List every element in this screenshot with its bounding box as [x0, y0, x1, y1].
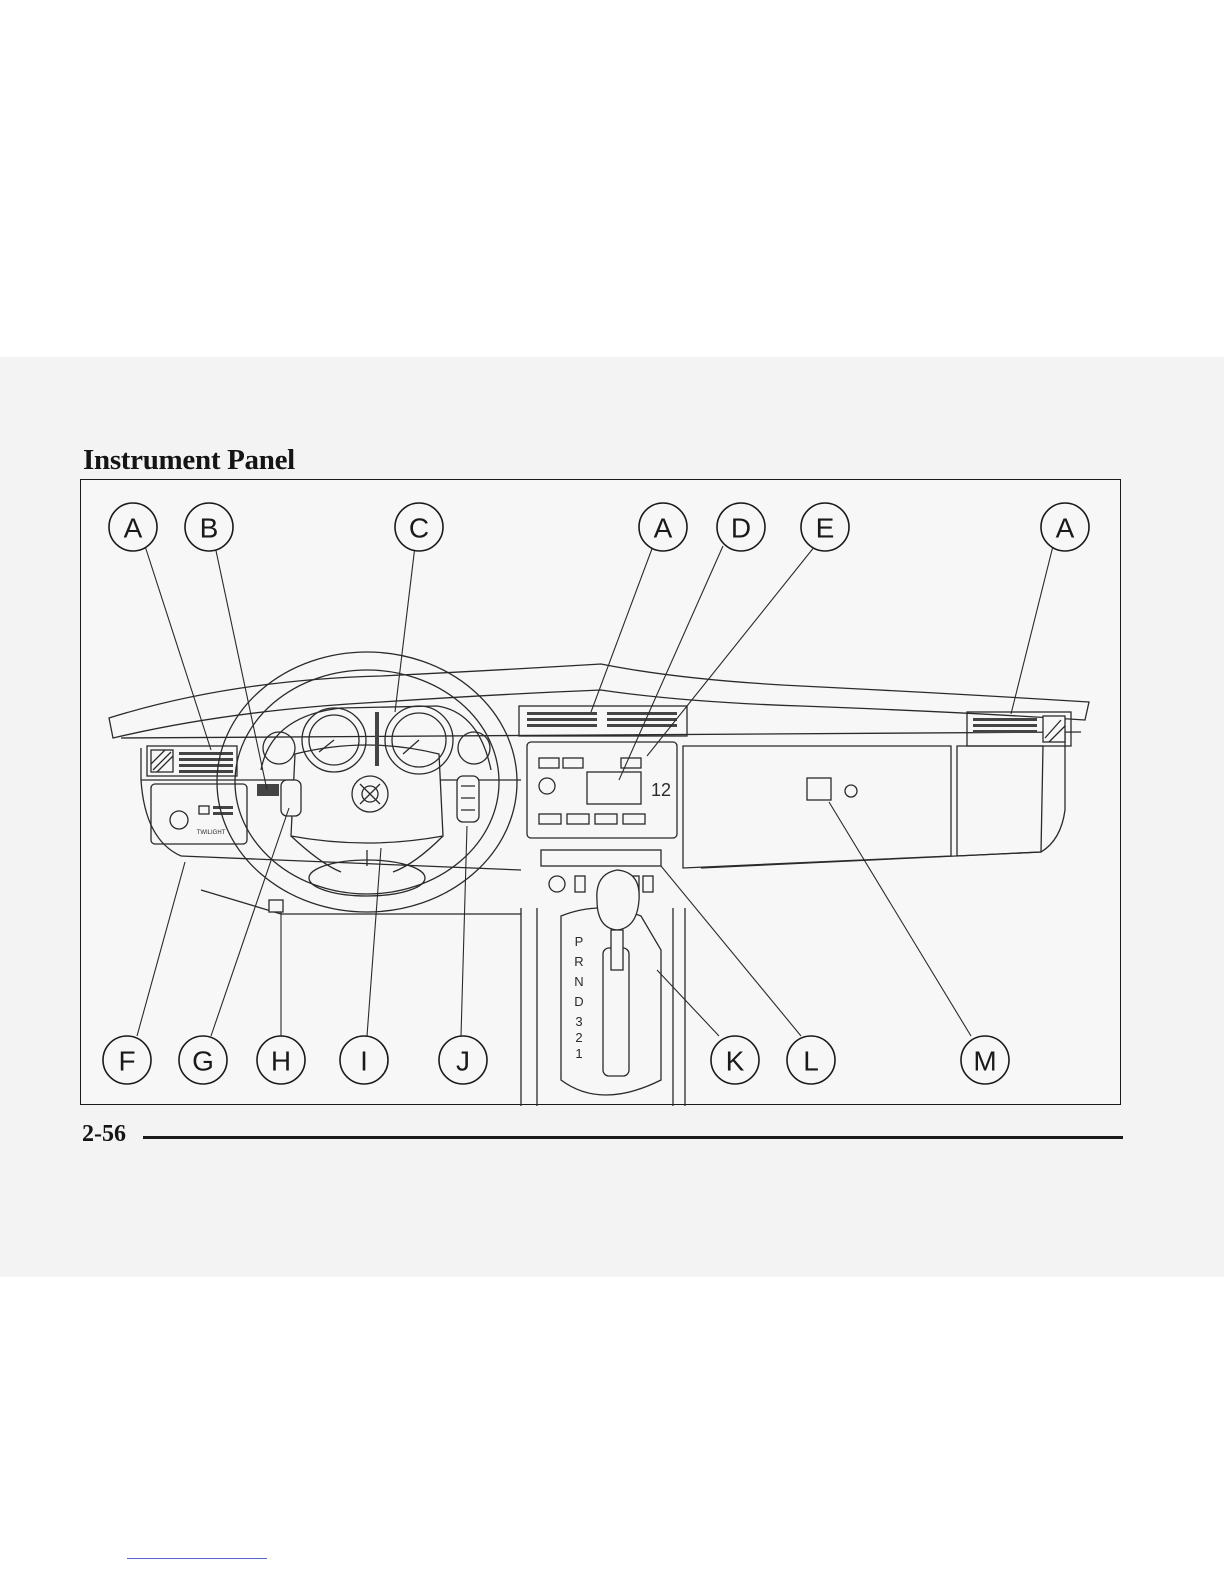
callout-top-d: D — [717, 503, 765, 551]
callout-bottom-g: G — [179, 1036, 227, 1084]
callout-top-a-center: A — [639, 503, 687, 551]
svg-text:M: M — [973, 1046, 996, 1077]
svg-text:G: G — [192, 1046, 214, 1077]
shift-position: D — [574, 994, 583, 1009]
callout-bottom-i: I — [340, 1036, 388, 1084]
callout-top-a-left: A — [109, 503, 157, 551]
callout-top-e: E — [801, 503, 849, 551]
headlamp-switch-label: TWILIGHT — [197, 830, 226, 836]
callout-bottom-k: K — [711, 1036, 759, 1084]
shift-position: 2 — [575, 1030, 582, 1045]
instrument-panel-diagram: TWILIGHT — [81, 480, 1122, 1106]
trunk-release-switch — [269, 900, 283, 912]
center-console: P R N D 3 2 1 — [521, 870, 685, 1106]
callout-top-b: B — [185, 503, 233, 551]
svg-text:B: B — [200, 513, 219, 544]
svg-text:L: L — [803, 1046, 819, 1077]
instrument-panel-figure: TWILIGHT — [80, 479, 1121, 1105]
callout-bottom-m: M — [961, 1036, 1009, 1084]
shift-position: N — [574, 974, 583, 989]
svg-text:H: H — [271, 1046, 291, 1077]
svg-text:A: A — [654, 513, 673, 544]
right-air-outlet — [967, 712, 1071, 746]
svg-text:E: E — [816, 513, 835, 544]
bottom-link-underline — [127, 1558, 267, 1559]
callout-bottom-l: L — [787, 1036, 835, 1084]
svg-text:C: C — [409, 513, 429, 544]
left-air-outlet — [147, 746, 237, 776]
page-number: 2-56 — [82, 1121, 126, 1148]
shift-position: 3 — [575, 1014, 582, 1029]
footer-rule — [143, 1136, 1123, 1139]
radio-display-readout: 12 — [651, 780, 671, 800]
svg-text:A: A — [124, 513, 143, 544]
shift-position: R — [574, 954, 583, 969]
radio-unit: 12 — [527, 742, 677, 838]
callout-bottom-h: H — [257, 1036, 305, 1084]
svg-text:I: I — [360, 1046, 368, 1077]
center-air-outlet — [519, 706, 687, 736]
callout-top-c: C — [395, 503, 443, 551]
svg-text:F: F — [118, 1046, 135, 1077]
svg-text:J: J — [456, 1046, 470, 1077]
callout-bottom-f: F — [103, 1036, 151, 1084]
steering-wheel — [217, 652, 517, 912]
shift-position: P — [575, 934, 584, 949]
dashboard-outline — [109, 664, 1089, 914]
svg-text:D: D — [731, 513, 751, 544]
page-title: Instrument Panel — [83, 444, 295, 477]
callout-top-a-right: A — [1041, 503, 1089, 551]
callout-bottom-j: J — [439, 1036, 487, 1084]
headlamp-switch-panel: TWILIGHT — [151, 784, 247, 844]
svg-text:A: A — [1056, 513, 1075, 544]
svg-text:K: K — [726, 1046, 745, 1077]
shift-indicator-letters: P R N D 3 2 1 — [574, 934, 583, 1061]
glove-box — [683, 746, 1043, 868]
shift-position: 1 — [575, 1046, 582, 1061]
